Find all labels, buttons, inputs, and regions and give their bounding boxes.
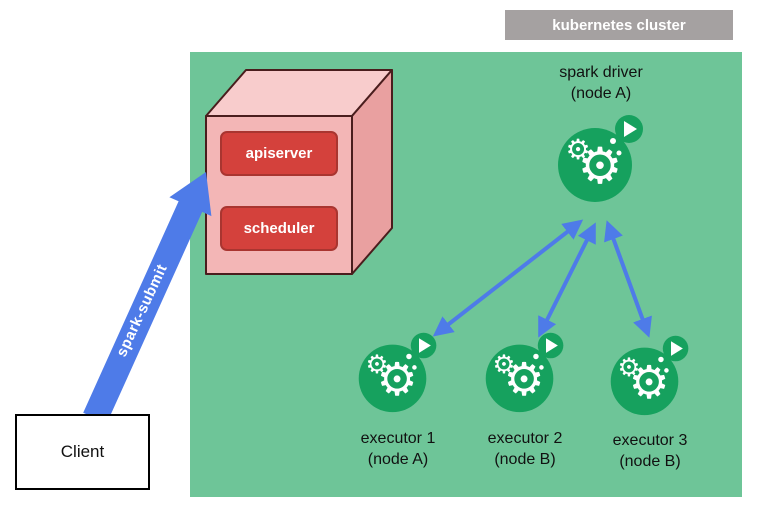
play-icon (624, 121, 637, 137)
apiserver-label: apiserver (245, 145, 313, 162)
apiserver-box: apiserver (220, 131, 338, 176)
dot-icon (610, 138, 616, 144)
icon-circle (485, 344, 554, 413)
executor-1-icon: ⚙ ⚙ (358, 332, 437, 413)
scheduler-box: scheduler (220, 206, 338, 251)
gear-icon: ⚙ (618, 353, 641, 383)
executor-3-label: executor 3 (node B) (590, 430, 710, 472)
gear-icon: ⚙ (629, 356, 670, 409)
scheduler-label: scheduler (243, 220, 315, 237)
executor-3-node: (node B) (619, 453, 681, 470)
dot-icon (539, 365, 544, 370)
icon-circle (558, 128, 632, 202)
spark-driver-label: spark driver (node A) (521, 62, 681, 104)
executor-3-icon: ⚙ ⚙ (610, 335, 689, 416)
executor-1-title: executor 1 (360, 430, 436, 447)
spark-driver-title: spark driver (559, 64, 643, 81)
play-icon (419, 338, 431, 353)
spark-driver-node: (node A) (570, 85, 632, 102)
executor-2-node: (node B) (494, 451, 556, 468)
dot-icon (664, 368, 669, 373)
dot-icon (406, 353, 412, 360)
dot-icon (616, 150, 622, 156)
gear-icon: ⚙ (578, 137, 623, 195)
executor-2-title: executor 2 (487, 430, 563, 447)
client-box: Client (15, 414, 150, 490)
spark-submit-label: spark-submit (113, 261, 171, 360)
dot-icon (533, 353, 539, 360)
dot-icon (412, 365, 417, 370)
gear-icon: ⚙ (565, 133, 590, 166)
executor-2-label: executor 2 (node B) (465, 428, 585, 470)
icon-circle (610, 347, 679, 416)
gear-icon: ⚙ (504, 353, 545, 406)
executor-1-node: (node A) (367, 451, 429, 468)
gear-icon: ⚙ (377, 353, 418, 406)
client-label: Client (60, 442, 105, 461)
play-icon (671, 341, 683, 356)
play-icon (546, 338, 558, 353)
dot-icon (658, 356, 664, 363)
executor-1-label: executor 1 (node A) (338, 428, 458, 470)
executor-3-title: executor 3 (612, 432, 688, 449)
gear-icon: ⚙ (366, 350, 389, 380)
cluster-label: kubernetes cluster (505, 10, 733, 40)
executor-2-icon: ⚙ ⚙ (485, 332, 564, 413)
spark-driver-icon: ⚙ ⚙ (558, 115, 643, 202)
gear-icon: ⚙ (493, 350, 516, 380)
icon-circle (358, 344, 427, 413)
